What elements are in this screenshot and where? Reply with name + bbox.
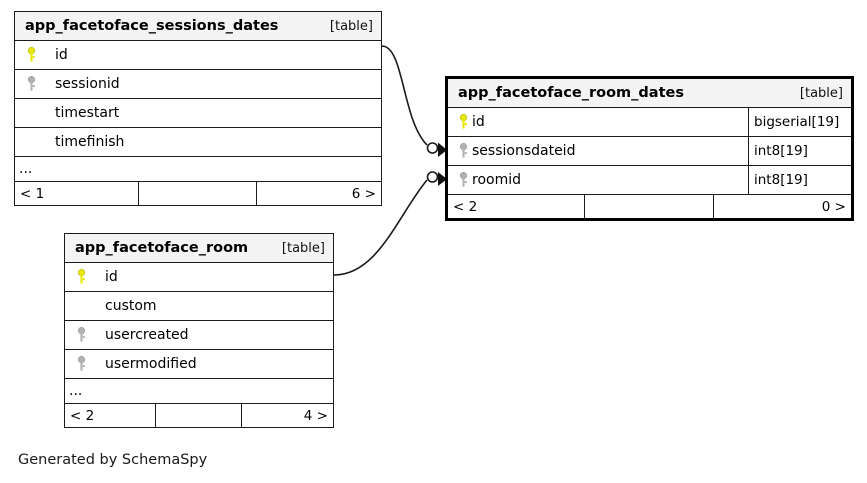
- more-columns-ellipsis: ...: [65, 379, 333, 404]
- table-row[interactable]: sessionsdateid int8[19]: [448, 137, 851, 166]
- table-type-tag: [table]: [799, 85, 843, 101]
- column-name: id: [105, 269, 118, 285]
- incoming-relations-count[interactable]: < 2: [448, 195, 586, 218]
- incoming-relations-count[interactable]: < 2: [65, 404, 157, 427]
- foreign-key-icon: [454, 143, 472, 159]
- column-name: id: [55, 47, 68, 63]
- primary-key-icon: [21, 47, 41, 63]
- table-footer: < 1 6 >: [15, 182, 381, 205]
- table-row[interactable]: timefinish: [15, 128, 381, 157]
- table-header[interactable]: app_facetoface_room_dates [table]: [448, 79, 851, 108]
- foreign-key-icon: [21, 76, 41, 92]
- column-cell: roomid: [448, 166, 748, 194]
- outgoing-relations-count[interactable]: 6 >: [351, 185, 376, 202]
- column-name: usermodified: [105, 356, 197, 372]
- column-datatype: bigserial[19]: [748, 108, 851, 136]
- column-name: usercreated: [105, 327, 189, 343]
- outgoing-relations-count[interactable]: 4 >: [303, 407, 328, 424]
- column-datatype: int8[19]: [748, 166, 851, 194]
- column-cell: id: [65, 263, 333, 291]
- table-header[interactable]: app_facetoface_room [table]: [65, 234, 333, 263]
- column-cell: id: [448, 108, 748, 136]
- table-row[interactable]: usermodified: [65, 350, 333, 379]
- table-row[interactable]: custom: [65, 292, 333, 321]
- table-row[interactable]: usercreated: [65, 321, 333, 350]
- column-cell: usercreated: [65, 321, 333, 349]
- primary-key-icon: [71, 269, 91, 285]
- column-cell: id: [15, 41, 381, 69]
- table-row[interactable]: timestart: [15, 99, 381, 128]
- table-type-tag: [table]: [329, 18, 373, 34]
- foreign-key-icon: [71, 356, 91, 372]
- generator-caption: Generated by SchemaSpy: [18, 452, 208, 468]
- table-header[interactable]: app_facetoface_sessions_dates [table]: [15, 12, 381, 41]
- table-app-facetoface-sessions-dates[interactable]: app_facetoface_sessions_dates [table] id: [14, 11, 382, 206]
- column-cell: custom: [65, 292, 333, 320]
- column-name: sessionsdateid: [472, 143, 576, 159]
- column-name: custom: [105, 298, 157, 314]
- table-row[interactable]: roomid int8[19]: [448, 166, 851, 195]
- table-type-tag: [table]: [281, 240, 325, 256]
- table-row[interactable]: id bigserial[19]: [448, 108, 851, 137]
- column-cell: sessionid: [15, 70, 381, 98]
- table-app-facetoface-room-dates[interactable]: app_facetoface_room_dates [table] id big…: [445, 76, 854, 221]
- table-title: app_facetoface_sessions_dates: [25, 18, 279, 34]
- column-datatype: int8[19]: [748, 137, 851, 165]
- column-name: id: [472, 114, 485, 130]
- outgoing-relations-count[interactable]: 0 >: [821, 198, 846, 215]
- table-title: app_facetoface_room: [75, 240, 249, 256]
- footer-middle-cell: [139, 182, 257, 205]
- table-row[interactable]: id: [15, 41, 381, 70]
- footer-middle-cell: [156, 404, 242, 427]
- table-footer: < 2 0 >: [448, 195, 851, 218]
- table-row[interactable]: id: [65, 263, 333, 292]
- more-columns-ellipsis: ...: [15, 157, 381, 182]
- zero-marker: [426, 171, 439, 183]
- column-name: timefinish: [55, 134, 125, 150]
- column-cell: sessionsdateid: [448, 137, 748, 165]
- foreign-key-icon: [71, 327, 91, 343]
- column-cell: timestart: [15, 99, 381, 127]
- table-row[interactable]: sessionid: [15, 70, 381, 99]
- column-cell: timefinish: [15, 128, 381, 156]
- column-name: timestart: [55, 105, 120, 121]
- footer-middle-cell: [585, 195, 714, 218]
- table-title: app_facetoface_room_dates: [458, 85, 684, 101]
- zero-marker: [426, 142, 439, 154]
- column-name: sessionid: [55, 76, 120, 92]
- relationship-sessions-dates-to-room-dates: [381, 45, 447, 157]
- table-footer: < 2 4 >: [65, 404, 333, 427]
- foreign-key-icon: [454, 172, 472, 188]
- primary-key-icon: [454, 114, 472, 130]
- incoming-relations-count[interactable]: < 1: [15, 182, 140, 205]
- column-cell: usermodified: [65, 350, 333, 378]
- table-app-facetoface-room[interactable]: app_facetoface_room [table] id custom: [64, 233, 334, 428]
- column-name: roomid: [472, 172, 521, 188]
